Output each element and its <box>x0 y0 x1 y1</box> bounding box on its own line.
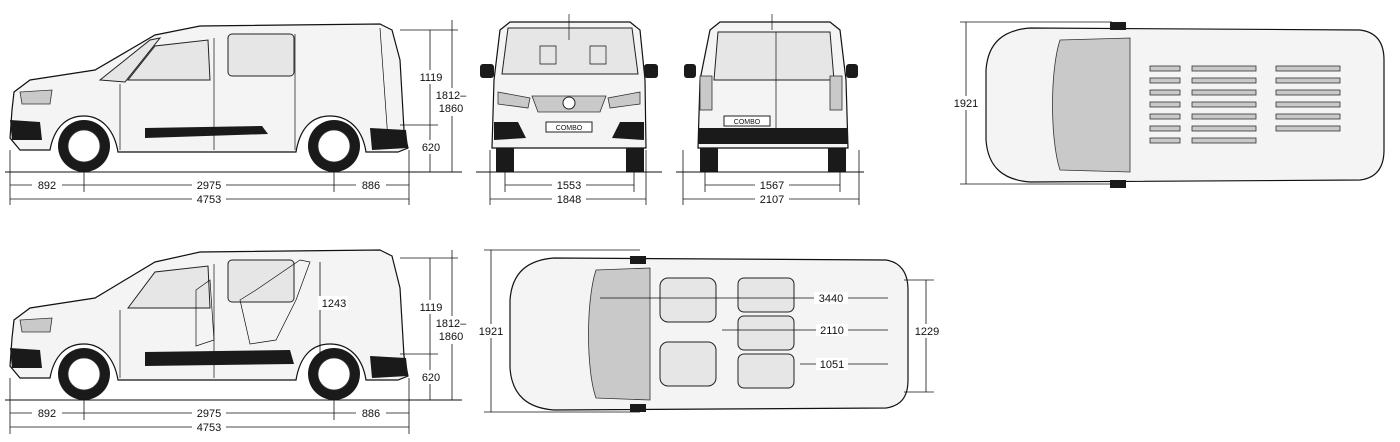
top-right-mirror <box>1110 180 1126 188</box>
rear-windows <box>713 31 835 81</box>
ground-height-label: 620 <box>422 142 440 154</box>
rear-seat-3 <box>737 353 795 389</box>
side-view-bottom: 1243 <box>5 249 462 401</box>
front-view: COMBO <box>476 14 662 173</box>
interior-height-label: 1243 <box>322 298 346 310</box>
cargo-height-label: 1119 <box>420 72 443 84</box>
side-strip <box>145 126 268 138</box>
total-height-label-2-line1: 1812– <box>436 318 467 330</box>
rear-bumper <box>370 128 408 150</box>
top-left-mirror <box>1110 22 1126 30</box>
front-overhang-label: 892 <box>38 180 56 192</box>
rear-right-mirror <box>846 64 858 78</box>
front-overhang-label-2: 892 <box>38 408 56 420</box>
top-interior-width-label: 1921 <box>479 326 503 338</box>
rear-seat-1 <box>737 277 795 313</box>
front-bumper <box>10 120 42 140</box>
top-view-dimensions: 1921 <box>950 21 1112 185</box>
rear-bumper-view <box>698 128 848 144</box>
front-width-label: 1848 <box>557 194 581 206</box>
windshield-top <box>1052 37 1131 173</box>
rear-seat-2 <box>737 315 795 351</box>
rear-right-light <box>829 75 843 111</box>
right-mirror <box>644 64 658 78</box>
side-view-top <box>5 23 462 173</box>
front-seat-left <box>659 277 717 323</box>
rear-left-mirror <box>684 64 696 78</box>
total-height-label-2-line2: 1860 <box>439 331 463 343</box>
side-top-dimensions: 892 2975 886 4753 1119 620 1812– 1860 <box>9 20 467 206</box>
load-width-label: 1229 <box>915 326 939 338</box>
top-width-label: 1921 <box>954 98 978 110</box>
rear-width-label: 2107 <box>760 194 784 206</box>
top-view-interior <box>509 256 909 412</box>
wheelbase-label-2: 2975 <box>197 408 221 420</box>
windshield <box>98 37 162 83</box>
seats-side <box>195 259 311 347</box>
front-right-tyre <box>626 148 644 172</box>
sliding-door-window <box>227 33 295 77</box>
wheelbase-label: 2975 <box>197 180 221 192</box>
total-height-label-line1: 1812– <box>436 90 467 102</box>
roof-ribs <box>1149 65 1341 144</box>
rear-dimensions: 1567 2107 <box>682 150 860 206</box>
front-seat-right <box>659 341 717 387</box>
cab-window <box>126 39 211 81</box>
cab-window-bottom <box>127 265 211 309</box>
rear-overhang-label: 886 <box>362 180 380 192</box>
rear-badge: COMBO <box>734 119 761 126</box>
front-dimensions: 1553 1848 <box>489 150 647 206</box>
floor-strip <box>145 350 294 366</box>
headlight <box>19 89 53 105</box>
rear-view: COMBO <box>676 14 864 173</box>
left-mirror <box>480 64 494 78</box>
ground-height-label-2: 620 <box>422 372 440 384</box>
side-bottom-dimensions: 892 2975 886 4753 1119 620 1812– 1860 <box>9 250 467 434</box>
total-length-label: 4753 <box>197 194 221 206</box>
total-length-label-2: 4753 <box>197 422 221 434</box>
front-left-tyre <box>496 148 514 172</box>
cab-floor <box>588 267 651 401</box>
front-badge: COMBO <box>556 125 583 132</box>
cargo-height-label-2: 1119 <box>420 302 443 314</box>
front-track-label: 1553 <box>557 180 581 192</box>
rear-overhang-label-2: 886 <box>362 408 380 420</box>
sliding-window-bottom <box>227 259 295 303</box>
top-interior-dimensions: 1921 3440 2110 1051 1229 <box>476 249 942 413</box>
rear-left-light <box>699 75 713 111</box>
rear-track-label: 1567 <box>760 180 784 192</box>
total-height-label-line2: 1860 <box>439 103 463 115</box>
front-windshield <box>501 27 639 75</box>
load-length-max-label: 3440 <box>819 293 843 305</box>
headlights-front <box>497 91 641 109</box>
load-length-mid-label: 2110 <box>820 325 844 337</box>
top-view-roof <box>985 22 1385 188</box>
load-length-min-label: 1051 <box>820 359 844 371</box>
